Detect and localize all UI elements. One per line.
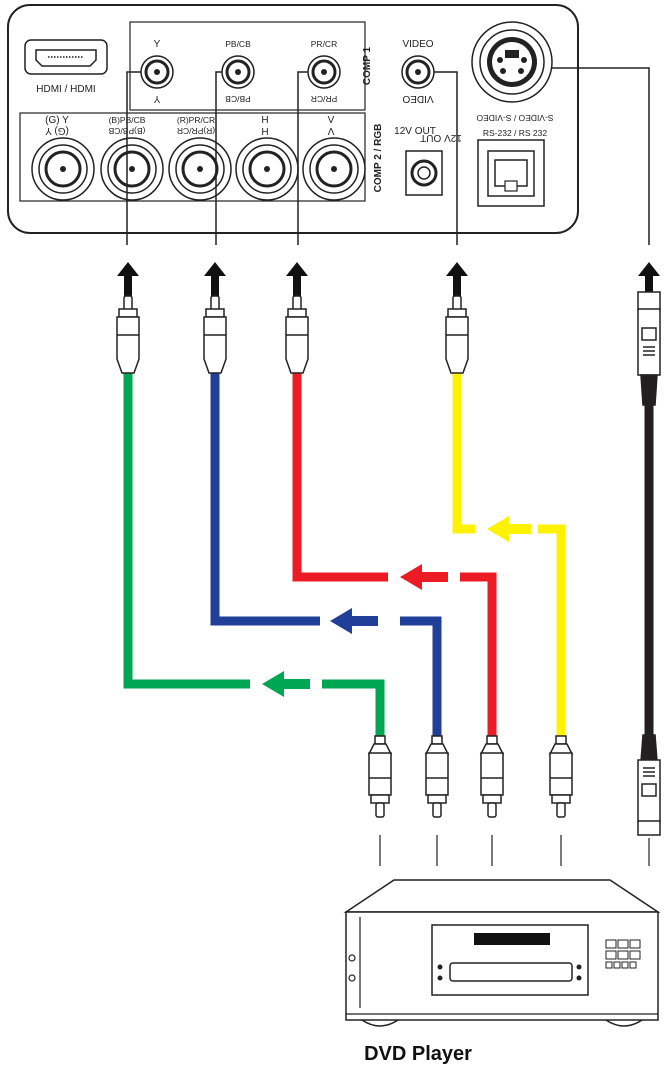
bnc-bpb <box>100 137 164 201</box>
comp1-y-jack <box>140 55 174 89</box>
svideo-port <box>471 21 553 103</box>
twelve-v-jack <box>405 150 443 196</box>
top-plug-yellow <box>445 295 469 374</box>
blue-cable <box>210 372 442 736</box>
comp2-title: COMP 2 / RGB <box>373 124 384 193</box>
bottom-plug-red <box>479 735 505 818</box>
svideo-rs232-label: RS-232 / RS 232 <box>483 128 548 138</box>
bottom-plug-svideo <box>637 734 661 836</box>
twelve-v-label-inverted: 12V OUT <box>420 132 462 143</box>
up-arrow-icon <box>446 262 468 296</box>
comp1-group: COMP 1 Y Y PB/CB PB/CB PR/CR PR/CR <box>129 21 373 111</box>
video-label-inverted: VIDEO <box>402 93 433 104</box>
green-left-arrow-icon <box>262 671 310 697</box>
comp1-pb-jack <box>221 55 255 89</box>
red-cable <box>292 372 497 736</box>
comp2-h-label: H <box>261 115 268 126</box>
bottom-plug-yellow <box>548 735 574 818</box>
comp1-pb-label: PB/CB <box>225 39 251 49</box>
comp2-rpr-label-inverted: (R)PR/CR <box>177 126 215 136</box>
up-arrows <box>117 262 660 296</box>
twelve-v-label: 12V OUT <box>394 126 436 137</box>
comp1-pr-label-inverted: PR/CR <box>311 94 337 104</box>
comp1-pb-label-inverted: PB/CB <box>225 94 251 104</box>
bnc-h <box>235 137 299 201</box>
comp1-title: COMP 1 <box>362 46 373 85</box>
bnc-v <box>302 137 366 201</box>
comp1-pr-jack <box>307 55 341 89</box>
dvd-player <box>343 879 661 1027</box>
up-arrow-icon <box>204 262 226 296</box>
rs232-port <box>477 139 545 207</box>
top-plugs <box>116 291 661 406</box>
bottom-plug-green <box>367 735 393 818</box>
hdmi-label: HDMI / HDMI <box>36 84 95 95</box>
cable-direction-arrows <box>262 516 531 697</box>
blue-left-arrow-icon <box>330 608 378 634</box>
comp2-h-label-inverted: H <box>261 125 268 136</box>
up-arrow-icon <box>638 262 660 296</box>
up-arrow-icon <box>117 262 139 296</box>
bnc-rpr <box>168 137 232 201</box>
hdmi-port <box>24 39 108 75</box>
top-plug-red <box>285 295 309 374</box>
top-plug-svideo <box>637 291 661 406</box>
red-left-arrow-icon <box>400 564 448 590</box>
yellow-cable <box>452 372 566 736</box>
comp1-y-label: Y <box>154 39 161 50</box>
comp1-y-label-inverted: Y <box>153 93 160 104</box>
comp2-rpr-label: (R)PR/CR <box>177 115 215 125</box>
port-leader-lines <box>126 67 650 245</box>
video-label: VIDEO <box>402 39 433 50</box>
comp2-gy-label: (G) Y <box>45 115 69 126</box>
bnc-gy <box>31 137 95 201</box>
top-plug-blue <box>203 295 227 374</box>
comp2-v-label-inverted: V <box>327 125 334 136</box>
yellow-left-arrow-icon <box>487 516 531 542</box>
up-arrow-icon <box>286 262 308 296</box>
device-label: DVD Player <box>364 1043 472 1065</box>
comp1-pr-label: PR/CR <box>311 39 337 49</box>
cable-paths <box>123 372 654 736</box>
comp2-v-label: V <box>328 115 335 126</box>
top-plug-green <box>116 295 140 374</box>
svideo-rs232-label-inverted: S-VIDEO / S-VIDEO <box>476 113 553 123</box>
bottom-plugs <box>367 734 661 836</box>
dvd-leader-lines <box>379 835 650 866</box>
bottom-plug-blue <box>424 735 450 818</box>
comp2-gy-label-inverted: (G) Y <box>45 125 69 136</box>
green-cable <box>123 372 385 736</box>
connector-panel: HDMI / HDMI COMP 1 Y Y PB/CB PB/CB PR/CR… <box>7 4 579 234</box>
video-jack <box>401 55 435 89</box>
